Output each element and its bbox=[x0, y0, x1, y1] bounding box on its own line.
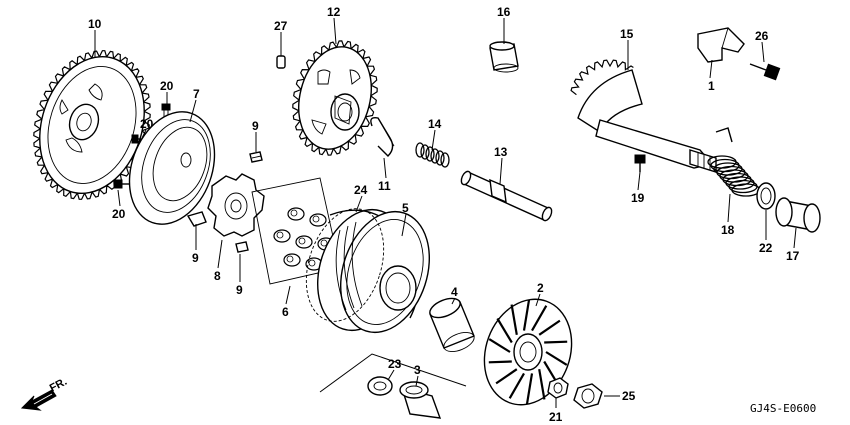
callouts: 10 20 20 20 7 27 12 9 9 9 8 6 24 5 11 14… bbox=[88, 5, 800, 424]
part-16-bushing bbox=[489, 41, 519, 73]
front-direction-arrow: FR. bbox=[20, 376, 69, 411]
callout-4: 4 bbox=[451, 285, 458, 299]
callout-22: 22 bbox=[759, 241, 773, 255]
part-19-bolt bbox=[634, 154, 646, 172]
callout-20: 20 bbox=[112, 207, 126, 221]
callout-17: 17 bbox=[786, 249, 800, 263]
callout-26: 26 bbox=[755, 29, 769, 43]
callout-5: 5 bbox=[402, 201, 409, 215]
part-13-shaft bbox=[460, 170, 553, 222]
part-4-sleeve bbox=[429, 297, 475, 352]
callout-20: 20 bbox=[160, 79, 174, 93]
callout-6: 6 bbox=[282, 305, 289, 319]
group-bracket-23-3 bbox=[319, 353, 467, 393]
callout-3: 3 bbox=[414, 363, 421, 377]
callout-15: 15 bbox=[620, 27, 634, 41]
callout-19: 19 bbox=[631, 191, 645, 205]
part-6-roller-weights bbox=[251, 177, 341, 285]
part-5-drive-face bbox=[316, 208, 431, 334]
callout-25: 25 bbox=[622, 389, 636, 403]
part-22-washer bbox=[756, 182, 776, 210]
part-15-kick-spindle bbox=[570, 59, 717, 173]
part-9-clip-top bbox=[249, 151, 263, 163]
callout-21: 21 bbox=[549, 410, 563, 424]
callout-13: 13 bbox=[494, 145, 508, 159]
part-1-bracket bbox=[697, 27, 745, 63]
callout-10: 10 bbox=[88, 17, 102, 31]
callout-9: 9 bbox=[192, 251, 199, 265]
part-9-clip-right bbox=[235, 241, 249, 253]
part-2-fan-face bbox=[483, 298, 573, 406]
part-27-pin bbox=[276, 55, 286, 69]
callout-27: 27 bbox=[274, 19, 288, 33]
callout-16: 16 bbox=[497, 5, 511, 19]
front-direction-label: FR. bbox=[48, 376, 69, 395]
callout-14: 14 bbox=[428, 117, 442, 131]
callout-2: 2 bbox=[537, 281, 544, 295]
callout-23: 23 bbox=[388, 357, 402, 371]
part-26-bolt bbox=[749, 63, 781, 81]
part-3-one-way-clutch bbox=[399, 381, 442, 419]
callout-8: 8 bbox=[214, 269, 221, 283]
callout-20: 20 bbox=[140, 117, 154, 131]
callout-12: 12 bbox=[327, 5, 341, 19]
callout-11: 11 bbox=[378, 179, 391, 193]
callout-7: 7 bbox=[193, 87, 200, 101]
callout-9: 9 bbox=[236, 283, 243, 297]
part-7-cover-disc bbox=[128, 111, 216, 225]
leader-lines bbox=[94, 17, 797, 408]
diagram-code: GJ4S-E0600 bbox=[750, 402, 816, 415]
part-14-spring bbox=[415, 142, 450, 168]
part-21-nut bbox=[547, 377, 569, 399]
part-11-spring-clip bbox=[370, 116, 395, 157]
callout-1: 1 bbox=[708, 79, 715, 93]
callout-24: 24 bbox=[354, 183, 368, 197]
part-10-ring-gear bbox=[33, 50, 151, 200]
part-24-seal-ring bbox=[305, 208, 385, 322]
part-8-ramp-plate bbox=[207, 173, 265, 237]
part-23-washer bbox=[367, 376, 393, 396]
callout-18: 18 bbox=[721, 223, 735, 237]
part-12-driven-gear bbox=[292, 40, 378, 156]
callout-9: 9 bbox=[252, 119, 259, 133]
part-25-nut bbox=[573, 383, 603, 409]
part-9-clip-left bbox=[186, 211, 207, 227]
part-18-return-spring bbox=[707, 127, 761, 197]
part-17-bushing bbox=[775, 197, 821, 233]
